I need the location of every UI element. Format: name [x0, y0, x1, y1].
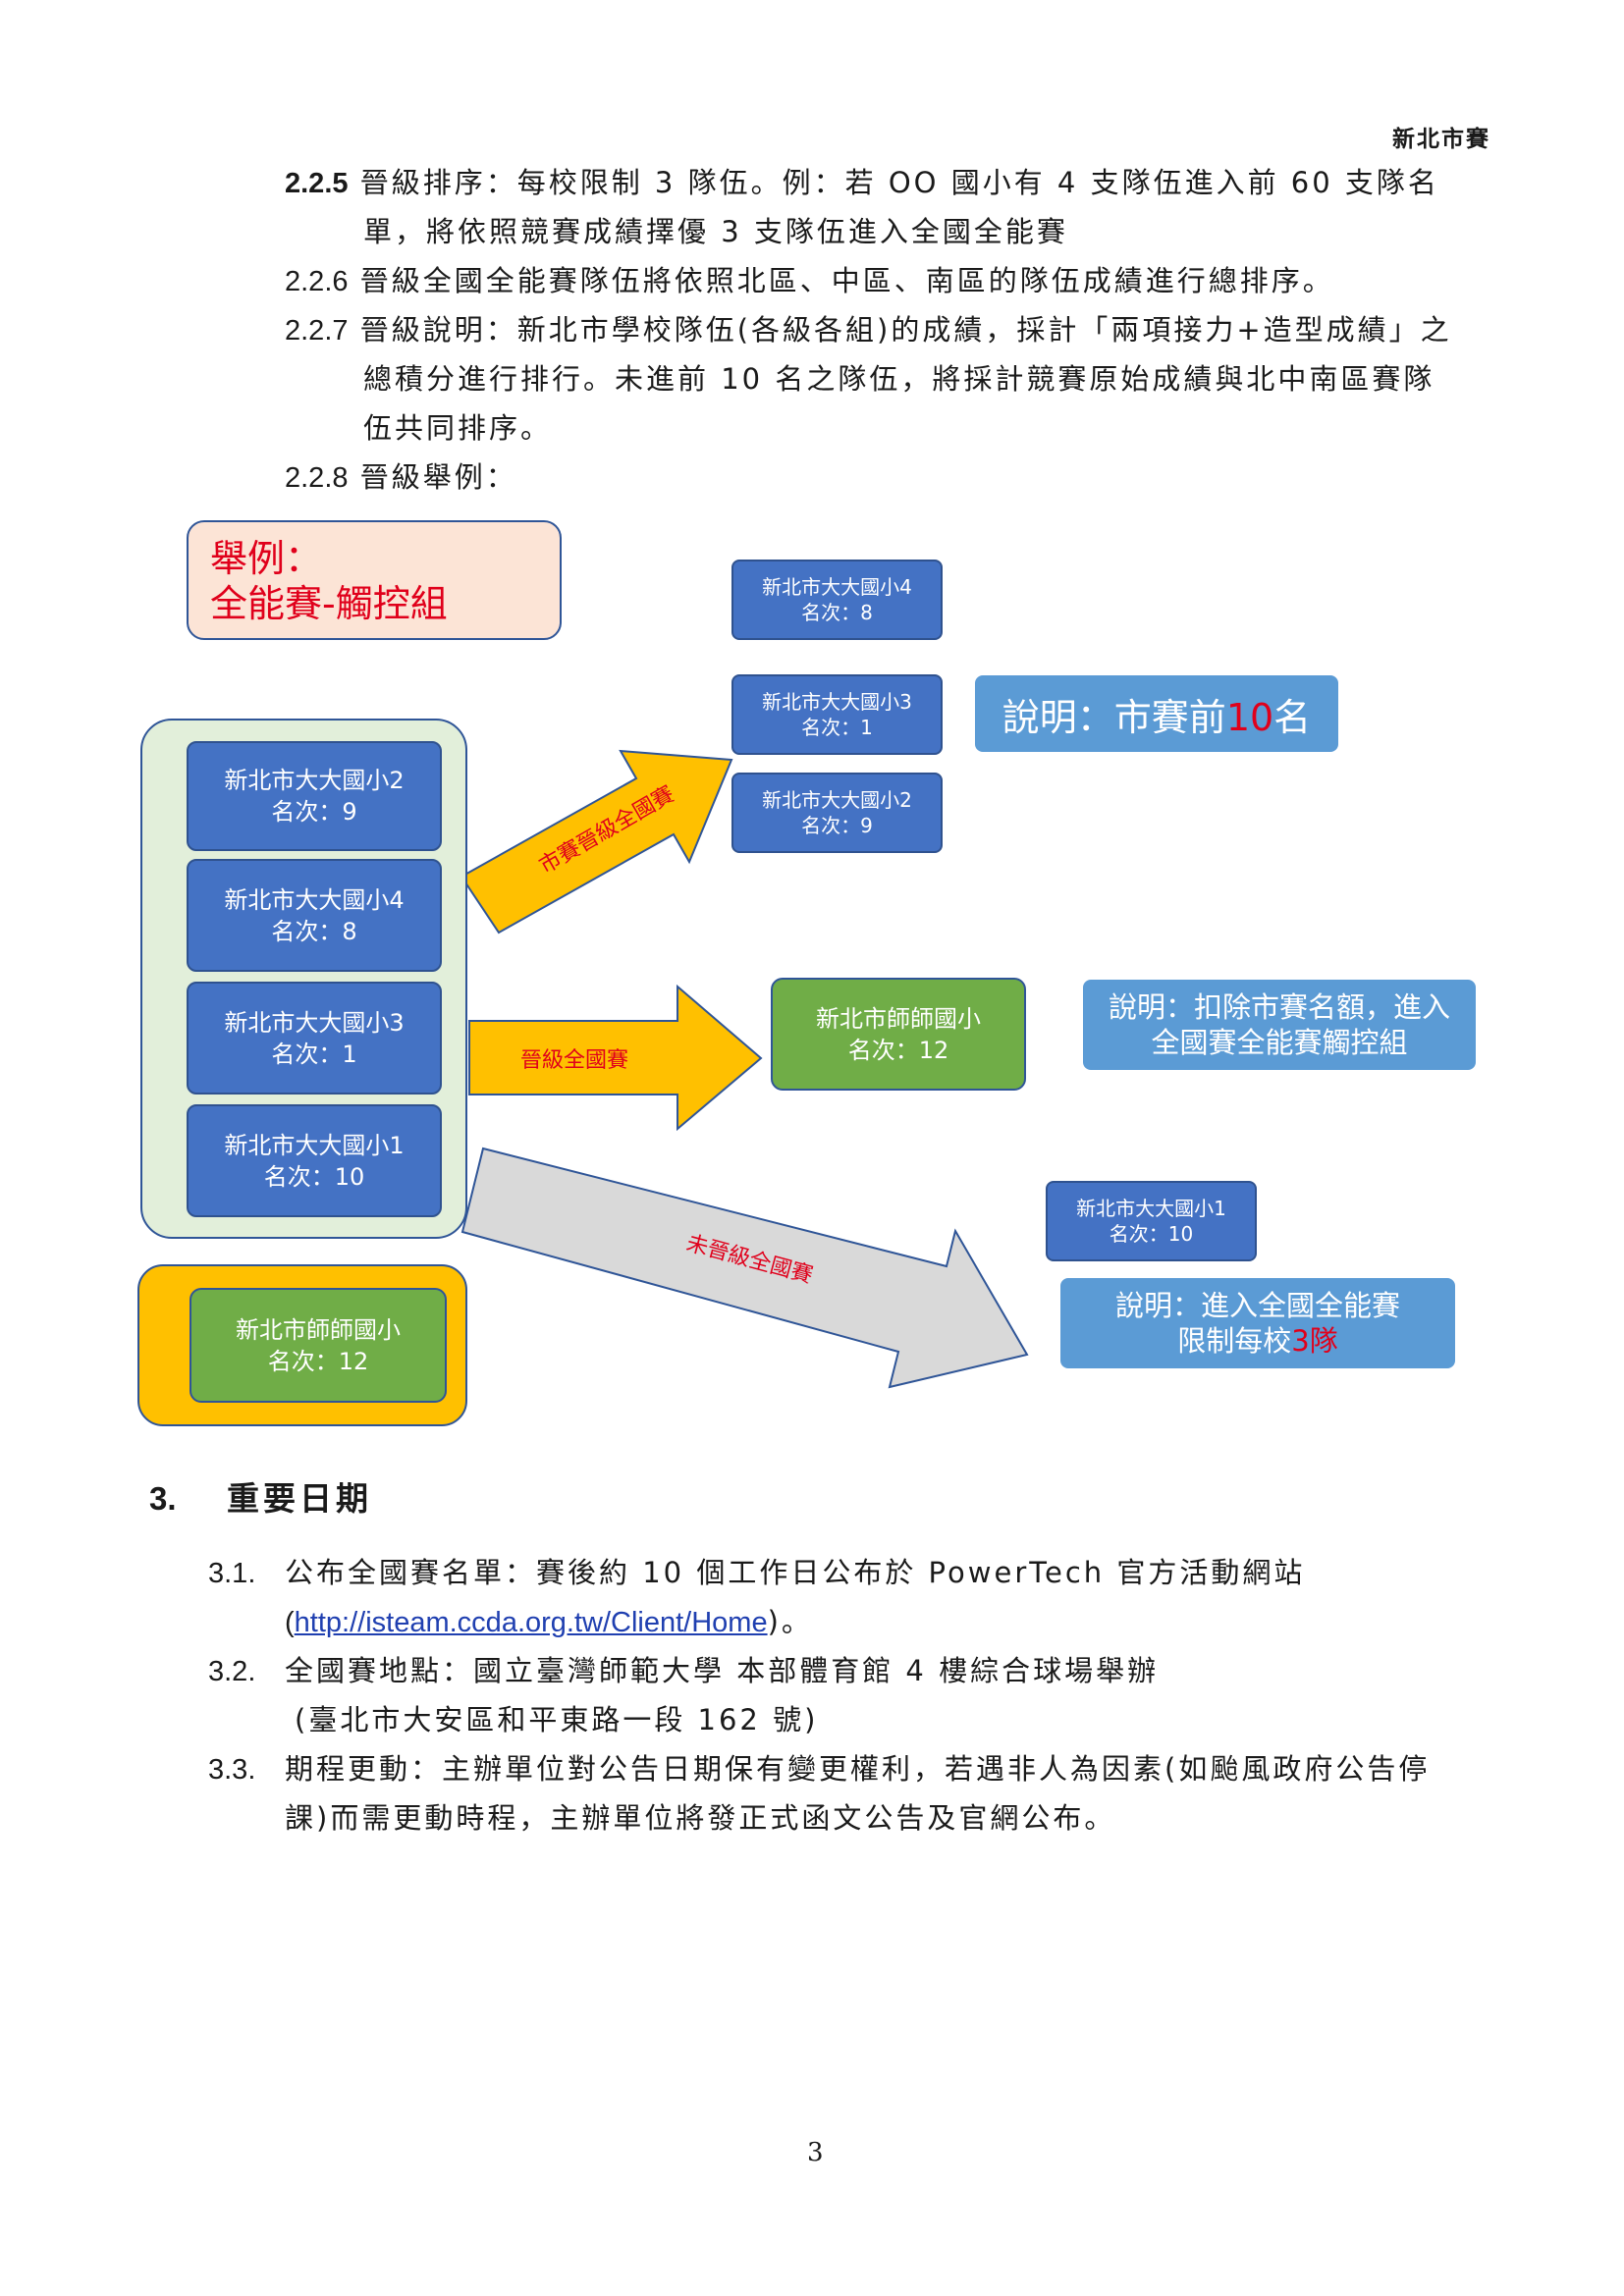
top-right-school-box: 新北市大大國小3 名次：1 [731, 674, 943, 755]
section-3-heading: 3. 重要日期 [149, 1472, 372, 1520]
item-number: 3.2. [208, 1656, 256, 1687]
link-close: )。 [767, 1605, 813, 1638]
note-top-10: 說明：市賽前10名 [975, 675, 1338, 752]
item-number: 3.3. [208, 1754, 256, 1786]
note-school-limit: 說明：進入全國全能賽 限制每校3隊 [1060, 1278, 1455, 1368]
website-link[interactable]: http://isteam.ccda.org.tw/Client/Home [294, 1607, 768, 1638]
arrow-city-to-national [460, 749, 733, 934]
note-text: 說明：市賽前10名 [1002, 687, 1311, 741]
item-2-2-6: 2.2.6 晉級全國全能賽隊伍將依照北區、中區、南區的隊伍成績進行總排序。 [285, 261, 1334, 301]
example-label-box: 舉例： 全能賽-觸控組 [187, 520, 562, 640]
item-3-2-address: (臺北市大安區和平東路一段 162 號) [295, 1703, 819, 1736]
item-text: 晉級舉例： [359, 460, 517, 494]
left-school-box: 新北市大大國小4 名次：8 [187, 859, 442, 972]
item-3-1: 3.1. 公布全國賽名單：賽後約 10 個工作日公布於 PowerTech 官方活… [208, 1553, 1305, 1593]
left-school-box: 新北市大大國小2 名次：9 [187, 741, 442, 851]
school-rank: 名次：10 [263, 1162, 365, 1191]
item-2-2-7-cont: 總積分進行排行。未進前 10 名之隊伍，將採計競賽原始成績與北中南區賽隊 [363, 362, 1435, 396]
item-3-3: 3.3. 期程更動：主辦單位對公告日期保有變更權利，若遇非人為因素(如颱風政府公告… [208, 1749, 1430, 1789]
school-rank: 名次：12 [267, 1347, 369, 1375]
header-title: 新北市賽 [1392, 126, 1490, 152]
school-rank: 名次：8 [271, 917, 357, 945]
lower-right-school-box: 新北市大大國小1 名次：10 [1046, 1181, 1257, 1261]
item-number: 2.2.6 [285, 266, 349, 297]
school-name: 新北市師師國小 [236, 1315, 401, 1344]
item-3-1-link-line: (http://isteam.ccda.org.tw/Client/Home)。 [285, 1602, 813, 1642]
note-national-quota: 說明：扣除市賽名額，進入 全國賽全能賽觸控組 [1083, 980, 1476, 1070]
item-3-2: 3.2. 全國賽地點：國立臺灣師範大學 本部體育館 4 樓綜合球場舉辦 [208, 1651, 1159, 1691]
section-title: 重要日期 [227, 1479, 373, 1518]
item-text: 公布全國賽名單：賽後約 10 個工作日公布於 PowerTech 官方活動網站 [285, 1556, 1306, 1589]
school-name: 新北市大大國小2 [224, 767, 405, 794]
item-2-2-5: 2.2.5 晉級排序：每校限制 3 隊伍。例：若 OO 國小有 4 支隊伍進入前… [285, 163, 1439, 203]
left-school-box: 新北市大大國小3 名次：1 [187, 982, 442, 1095]
left-school-box: 新北市大大國小1 名次：10 [187, 1104, 442, 1217]
school-name: 新北市大大國小2 [762, 788, 912, 812]
arrows-layer [460, 749, 1029, 1389]
school-name: 新北市大大國小1 [1076, 1197, 1226, 1220]
example-label-line2: 全能賽-觸控組 [210, 582, 448, 625]
school-name: 新北市師師國小 [816, 1004, 981, 1033]
top-right-school-box: 新北市大大國小2 名次：9 [731, 773, 943, 853]
note-highlight: 3隊 [1291, 1324, 1338, 1358]
note-highlight: 10 [1225, 695, 1274, 739]
school-rank: 名次：8 [801, 601, 873, 624]
note-prefix: 說明：市賽前 [1001, 695, 1226, 739]
school-rank: 名次：10 [1109, 1222, 1194, 1246]
item-number: 2.2.7 [285, 315, 349, 347]
link-open: ( [285, 1607, 295, 1638]
school-name: 新北市大大國小3 [762, 690, 912, 714]
school-name: 新北市大大國小4 [224, 885, 405, 914]
school-name: 新北市大大國小3 [224, 1008, 405, 1037]
item-number: 2.2.5 [285, 168, 349, 199]
item-2-2-7-cont2: 伍共同排序。 [363, 411, 553, 445]
top-right-school-box: 新北市大大國小4 名次：8 [731, 560, 943, 640]
item-2-2-5-cont: 單，將依照競賽成績擇優 3 支隊伍進入全國全能賽 [363, 215, 1068, 248]
item-number: 3.1. [208, 1558, 256, 1589]
school-rank: 名次：12 [847, 1036, 949, 1064]
school-rank: 名次：9 [271, 798, 357, 826]
school-rank: 名次：1 [271, 1040, 357, 1068]
bottom-left-school-box: 新北市師師國小 名次：12 [189, 1288, 447, 1403]
item-text: 晉級全國全能賽隊伍將依照北區、中區、南區的隊伍成績進行總排序。 [359, 264, 1334, 297]
school-rank: 名次：9 [801, 814, 873, 837]
item-number: 2.2.8 [285, 462, 349, 494]
note-line1: 說明：扣除市賽名額，進入 [1108, 990, 1450, 1024]
item-2-2-7: 2.2.7 晉級說明：新北市學校隊伍(各級各組)的成績，採計「兩項接力+造型成績… [285, 310, 1452, 350]
item-text: 期程更動：主辦單位對公告日期保有變更權利，若遇非人為因素(如颱風政府公告停 [285, 1752, 1431, 1786]
arrow-not-promoted [460, 1147, 1029, 1389]
school-rank: 名次：1 [801, 716, 873, 739]
middle-right-school-box: 新北市師師國小 名次：12 [771, 978, 1026, 1091]
arrow-promote-national [468, 984, 763, 1132]
note-suffix: 名 [1273, 695, 1312, 739]
page-number: 3 [807, 2138, 824, 2167]
example-label-line1: 舉例： [210, 537, 323, 580]
section-number: 3. [149, 1480, 177, 1517]
item-2-2-8: 2.2.8 晉級舉例： [285, 457, 517, 498]
note-line2: 全國賽全能賽觸控組 [1151, 1026, 1408, 1059]
item-text: 晉級說明：新北市學校隊伍(各級各組)的成績，採計「兩項接力+造型成績」之 [359, 313, 1452, 347]
note-prefix: 限制每校 [1177, 1324, 1292, 1358]
item-3-3-cont: 課)而需更動時程，主辦單位將發正式函文公告及官網公布。 [285, 1801, 1116, 1835]
school-name: 新北市大大國小4 [762, 575, 912, 599]
note-line1: 說明：進入全國全能賽 [1114, 1289, 1400, 1322]
arrow-mid-label: 晉級全國賽 [520, 1048, 629, 1073]
school-name: 新北市大大國小1 [224, 1131, 405, 1159]
item-text: 晉級排序：每校限制 3 隊伍。例：若 OO 國小有 4 支隊伍進入前 60 支隊… [359, 166, 1439, 199]
item-text: 全國賽地點：國立臺灣師範大學 本部體育館 4 樓綜合球場舉辦 [285, 1654, 1160, 1687]
note-line2: 限制每校3隊 [1177, 1323, 1337, 1359]
